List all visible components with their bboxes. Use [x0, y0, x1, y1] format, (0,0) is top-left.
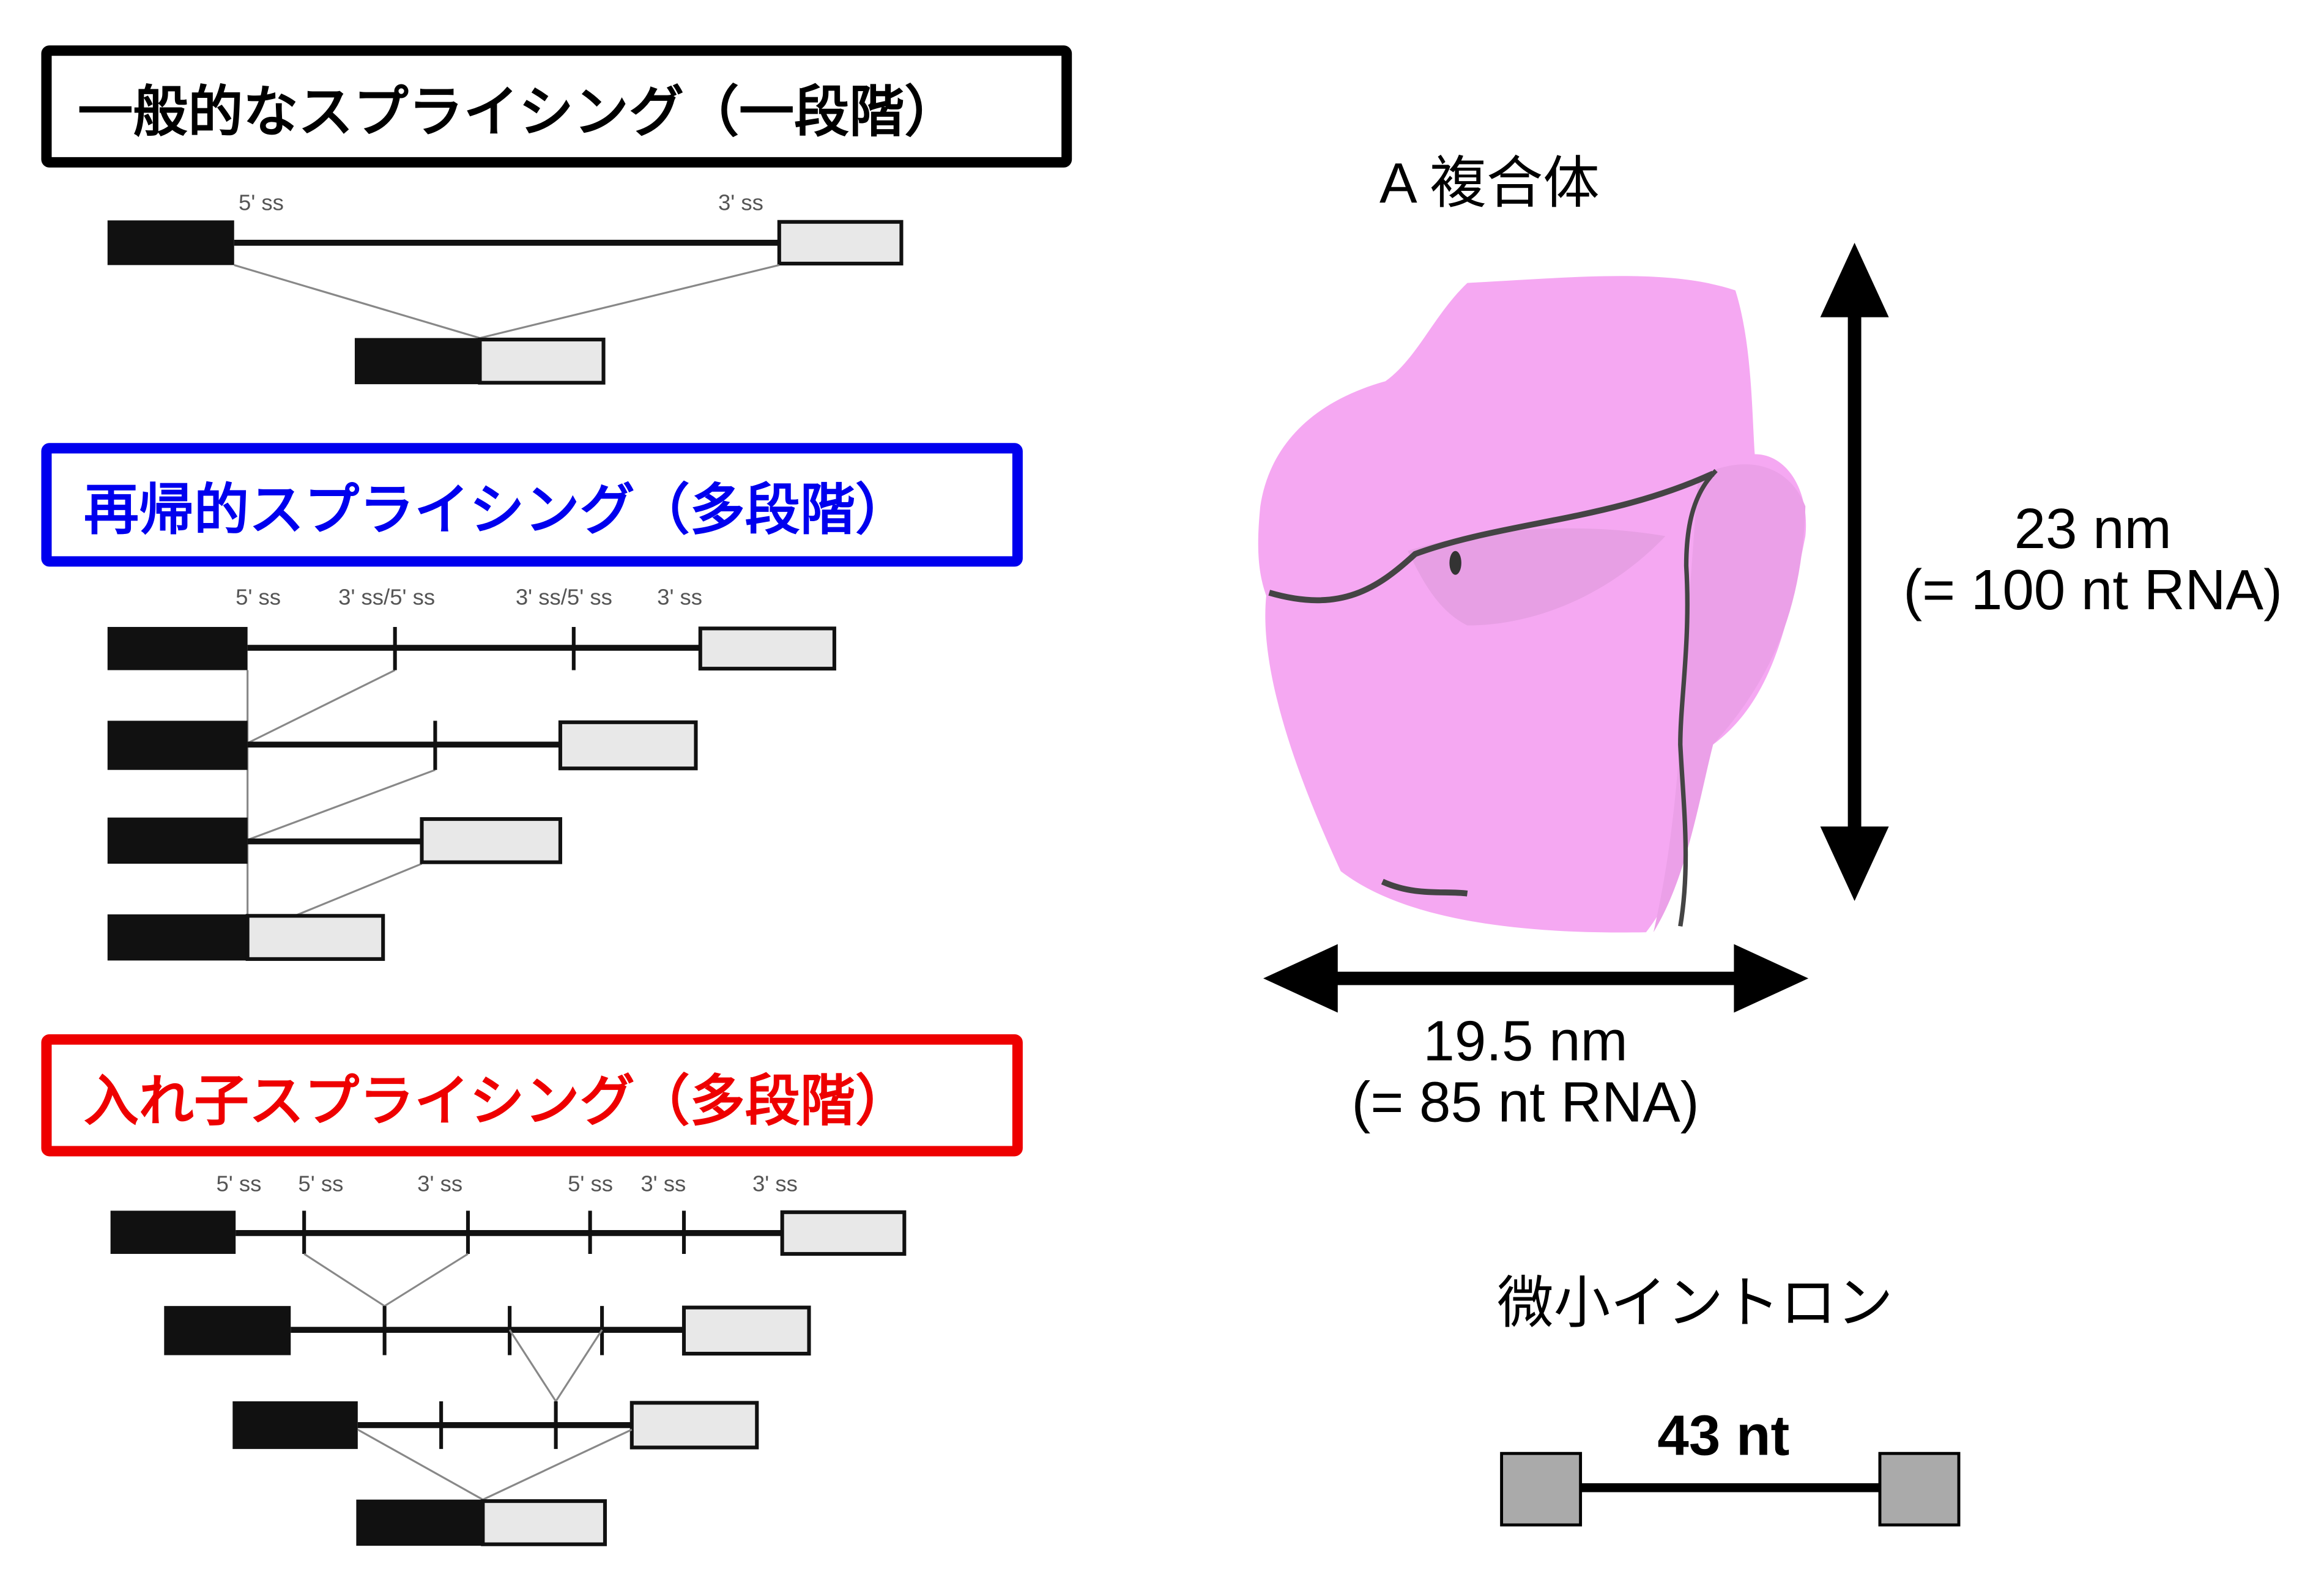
nested-splicing-panel: 入れ子スプライシング（多段階） 5' ss 5' ss 3' ss 5' ss … — [41, 1034, 1023, 1546]
site-label: 3' ss — [718, 190, 763, 215]
micro-intron-title: 微小イントロン — [1497, 1271, 1893, 1335]
splice-line — [234, 264, 780, 339]
recursive-title: 再帰的スプライシング（多段階） — [84, 478, 910, 542]
nested-title-box — [41, 1034, 1023, 1157]
exon-5 — [110, 1210, 236, 1254]
site-label: 5' ss — [217, 1171, 262, 1196]
site-label: 3' ss — [640, 1171, 686, 1196]
splice-line — [247, 769, 436, 841]
exon-3 — [481, 1499, 607, 1546]
splice-line — [357, 1428, 633, 1501]
site-label: 3' ss/5' ss — [516, 584, 612, 609]
recursive-splicing-panel: 再帰的スプライシング（多段階） 5' ss 3' ss/5' ss 3' ss/… — [41, 443, 1023, 961]
exon-3 — [698, 626, 836, 671]
exon-3 — [629, 1401, 759, 1450]
nested-title: 入れ子スプライシング（多段階） — [84, 1069, 910, 1133]
exon-5 — [164, 1306, 291, 1355]
exon-5 — [356, 1499, 483, 1546]
exon-5 — [1500, 1451, 1583, 1527]
exon-5 — [107, 817, 248, 864]
height-arrow — [1820, 242, 1889, 901]
general-title-box — [41, 45, 1072, 168]
width-value: 19.5 nm — [1423, 1009, 1627, 1072]
a-complex-panel: A 複合体 23 nm (= 100 nt RNA) 19.5 nm (= 85… — [1258, 151, 2282, 1133]
site-label: 3' ss — [752, 1171, 798, 1196]
exon-5 — [354, 338, 480, 385]
exon-3 — [681, 1305, 811, 1356]
site-label: 3' ss — [417, 1171, 462, 1196]
exon-3 — [558, 720, 698, 771]
exon-3 — [780, 1210, 907, 1256]
exon-5 — [232, 1401, 358, 1449]
micro-intron-panel: 微小イントロン 43 nt — [1497, 1271, 1961, 1527]
exon-3 — [420, 817, 562, 864]
exon-5 — [107, 914, 248, 961]
splice-line — [247, 669, 396, 744]
splice-line — [508, 1329, 603, 1403]
exon-3 — [478, 338, 606, 385]
a-complex-title: A 複合体 — [1379, 151, 1600, 215]
width-note: (= 85 nt RNA) — [1352, 1070, 1699, 1133]
exon-5 — [107, 220, 234, 265]
exon-5 — [107, 721, 248, 770]
general-title: 一般的なスプライシング（一段階） — [78, 80, 959, 144]
exon-5 — [107, 626, 248, 670]
micro-intron-length: 43 nt — [1657, 1404, 1789, 1467]
site-label: 5' ss — [236, 584, 281, 609]
exon-3 — [245, 914, 385, 961]
site-label: 5' ss — [568, 1171, 613, 1196]
general-splicing-panel: 一般的なスプライシング（一段階） 5' ss 3' ss — [41, 45, 1072, 385]
recursive-title-box — [41, 443, 1023, 567]
exon-3 — [1878, 1451, 1961, 1527]
site-label: 5' ss — [298, 1171, 343, 1196]
exon-3 — [777, 220, 904, 265]
site-label: 3' ss/5' ss — [338, 584, 435, 609]
height-note: (= 100 nt RNA) — [1903, 558, 2282, 621]
splice-line — [303, 1253, 469, 1308]
site-label: 5' ss — [239, 190, 284, 215]
site-label: 3' ss — [657, 584, 702, 609]
width-arrow — [1263, 944, 1809, 1013]
a-complex-structure-image — [1258, 276, 1806, 933]
height-value: 23 nm — [2014, 497, 2172, 560]
